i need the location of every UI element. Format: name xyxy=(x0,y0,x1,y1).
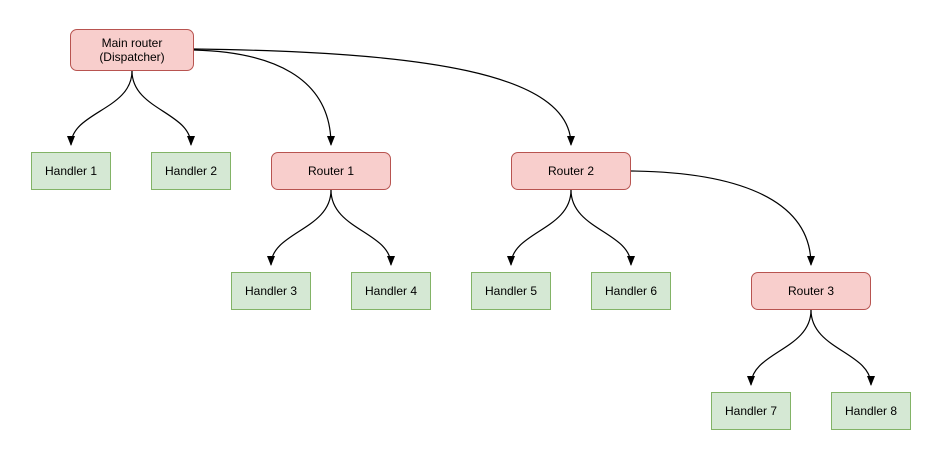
node-label-handler-3: Handler 3 xyxy=(244,284,298,298)
node-handler-5[interactable]: Handler 5 xyxy=(471,272,551,310)
node-handler-4[interactable]: Handler 4 xyxy=(351,272,431,310)
node-label-router-1: Router 1 xyxy=(307,164,355,178)
edge-e-r2-h6 xyxy=(570,189,635,266)
node-label-router-3: Router 3 xyxy=(787,284,835,298)
node-label-handler-8: Handler 8 xyxy=(844,404,898,418)
node-router-1[interactable]: Router 1 xyxy=(271,152,391,190)
edge-e-main-r1 xyxy=(193,49,335,146)
edge-e-main-r2 xyxy=(193,48,575,146)
node-handler-7[interactable]: Handler 7 xyxy=(711,392,791,430)
edge-e-main-h1 xyxy=(67,70,133,146)
edge-e-r2-r3 xyxy=(630,170,815,266)
node-router-2[interactable]: Router 2 xyxy=(511,152,631,190)
node-main-router[interactable]: Main router (Dispatcher) xyxy=(70,29,194,71)
node-label-handler-1: Handler 1 xyxy=(44,164,98,178)
node-label-handler-2: Handler 2 xyxy=(164,164,218,178)
node-router-3[interactable]: Router 3 xyxy=(751,272,871,310)
node-handler-6[interactable]: Handler 6 xyxy=(591,272,671,310)
edge-e-r2-h5 xyxy=(507,189,572,266)
edge-e-r3-h8 xyxy=(810,309,875,386)
node-label-handler-5: Handler 5 xyxy=(484,284,538,298)
edge-e-r3-h7 xyxy=(747,309,812,386)
node-label-handler-4: Handler 4 xyxy=(364,284,418,298)
node-label-handler-7: Handler 7 xyxy=(724,404,778,418)
node-handler-1[interactable]: Handler 1 xyxy=(31,152,111,190)
node-handler-8[interactable]: Handler 8 xyxy=(831,392,911,430)
node-label-main-router: Main router (Dispatcher) xyxy=(99,36,165,64)
edge-e-r1-h3 xyxy=(267,189,332,266)
node-label-handler-6: Handler 6 xyxy=(604,284,658,298)
node-handler-2[interactable]: Handler 2 xyxy=(151,152,231,190)
node-label-router-2: Router 2 xyxy=(547,164,595,178)
edge-e-r1-h4 xyxy=(330,189,395,266)
edge-e-main-h2 xyxy=(131,70,195,146)
node-handler-3[interactable]: Handler 3 xyxy=(231,272,311,310)
